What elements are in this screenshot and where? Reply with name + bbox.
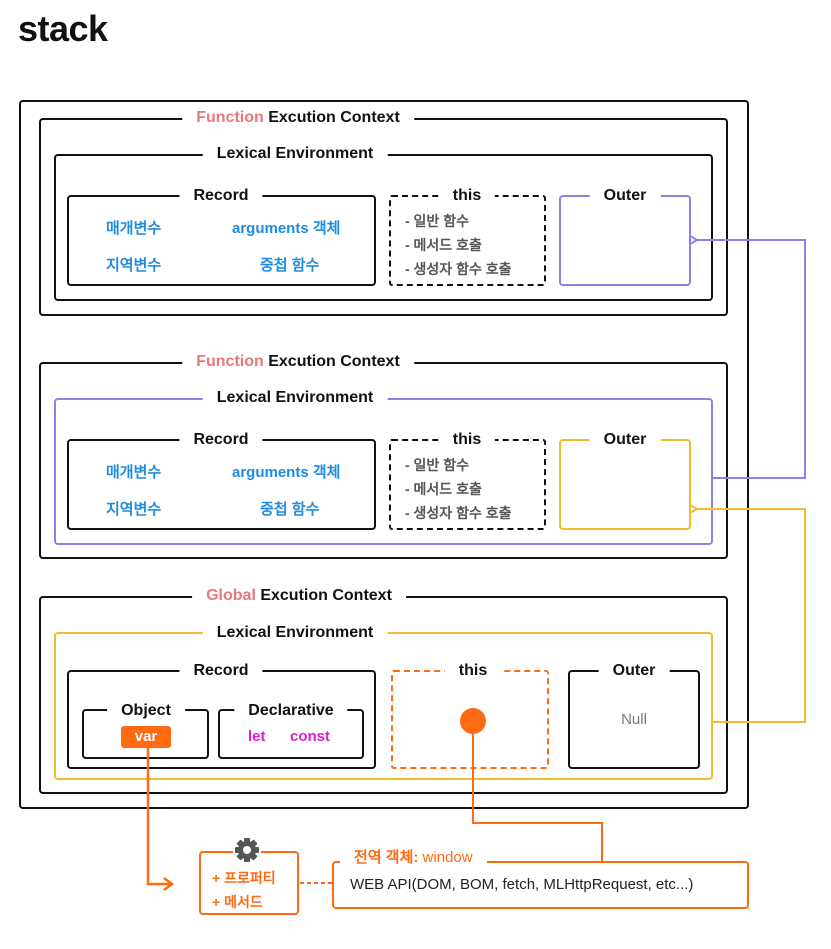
- page-title: stack: [18, 8, 108, 49]
- global-this-label: this: [444, 661, 502, 681]
- record-1-item-nested: 중첩 함수: [260, 257, 320, 274]
- record-2-item-arguments: arguments 객체: [232, 464, 341, 481]
- outer-2-label: Outer: [589, 430, 661, 450]
- context-1-label: Function Excution Context: [182, 108, 414, 128]
- outer-1-label: Outer: [589, 186, 661, 206]
- gear-icon: [233, 836, 261, 864]
- var-label: var: [134, 728, 158, 745]
- global-object-prefix: 전역 객체:: [354, 849, 419, 866]
- global-context-label: Global Excution Context: [192, 586, 406, 606]
- const-keyword: const: [290, 728, 331, 745]
- global-context-type: Global: [206, 587, 256, 604]
- record-1-item-locals: 지역변수: [106, 257, 162, 274]
- record-2-item-nested: 중첩 함수: [260, 501, 320, 518]
- method-item: + 메서드: [212, 894, 263, 910]
- global-object-label: 전역 객체: window: [340, 849, 487, 867]
- this-2-item: - 메서드 호출: [405, 481, 482, 497]
- lexical-env-1-label: Lexical Environment: [202, 144, 388, 164]
- record-1-item-params: 매개변수: [106, 220, 162, 237]
- record-2-item-locals: 지역변수: [106, 501, 162, 518]
- this-2-item: - 일반 함수: [405, 457, 469, 473]
- context-2-type: Function: [196, 353, 264, 370]
- global-object-content: WEB API(DOM, BOM, fetch, MLHttpRequest, …: [350, 876, 694, 893]
- context-2-label: Function Excution Context: [182, 352, 414, 372]
- this-1-item: - 메서드 호출: [405, 237, 482, 253]
- lexical-env-2-label: Lexical Environment: [202, 388, 388, 408]
- record-1-item-arguments: arguments 객체: [232, 220, 341, 237]
- record-1-label: Record: [179, 186, 263, 206]
- global-lexical-env-label: Lexical Environment: [202, 623, 388, 643]
- declarative-record-label: Declarative: [234, 701, 348, 721]
- global-object-value: window: [422, 849, 473, 866]
- props-list: + 프로퍼티 + 메서드: [212, 866, 276, 914]
- global-record-label: Record: [179, 661, 263, 681]
- property-item: + 프로퍼티: [212, 870, 276, 886]
- record-2-label: Record: [179, 430, 263, 450]
- this-1-label: this: [438, 186, 496, 206]
- var-badge: var: [121, 726, 171, 748]
- this-1-items: - 일반 함수 - 메서드 호출 - 생성자 함수 호출: [405, 209, 512, 281]
- global-outer-label: Outer: [598, 661, 670, 681]
- global-object-box: [332, 861, 749, 909]
- context-1-type: Function: [196, 109, 264, 126]
- outer-box-2: [559, 439, 691, 530]
- this-2-item: - 생성자 함수 호출: [405, 505, 512, 521]
- global-outer-value: Null: [621, 711, 647, 728]
- outer-box-1: [559, 195, 691, 286]
- let-keyword: let: [248, 728, 266, 745]
- this-binding-dot: [460, 708, 486, 734]
- this-2-label: this: [438, 430, 496, 450]
- record-2-item-params: 매개변수: [106, 464, 162, 481]
- global-context-label-rest: Excution Context: [260, 587, 392, 604]
- this-2-items: - 일반 함수 - 메서드 호출 - 생성자 함수 호출: [405, 453, 512, 525]
- context-2-label-rest: Excution Context: [268, 353, 400, 370]
- object-record-label: Object: [107, 701, 185, 721]
- this-1-item: - 생성자 함수 호출: [405, 261, 512, 277]
- context-1-label-rest: Excution Context: [268, 109, 400, 126]
- this-1-item: - 일반 함수: [405, 213, 469, 229]
